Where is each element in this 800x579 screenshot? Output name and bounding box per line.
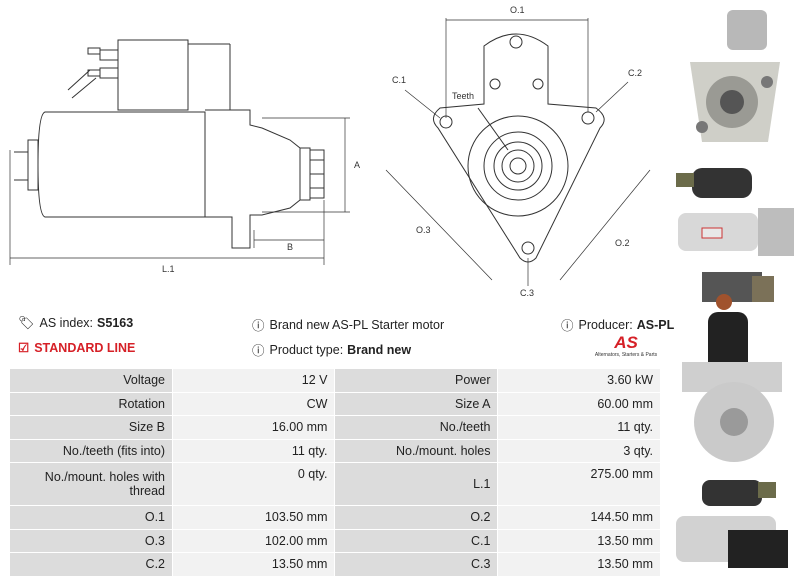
- label-o2: O.2: [615, 238, 630, 248]
- label-o1: O.1: [510, 5, 525, 15]
- spec-value: 13.50 mm: [497, 552, 661, 577]
- table-row: No./teeth (fits into)11 qty.No./mount. h…: [9, 438, 661, 463]
- dim-o3-line: [385, 169, 493, 281]
- label-teeth: Teeth: [452, 91, 474, 101]
- tag-icon: 🏷: [18, 315, 35, 330]
- label-o3: O.3: [416, 225, 431, 235]
- product-photo-top[interactable]: [672, 262, 800, 467]
- product-photo-rear[interactable]: [672, 474, 800, 574]
- spec-label: Voltage: [9, 368, 173, 393]
- checkbox-check-icon: ☑: [18, 341, 30, 355]
- standard-line-label: STANDARD LINE: [34, 340, 136, 355]
- product-type-value: Brand new: [347, 342, 412, 357]
- pinion-outline: [493, 141, 543, 191]
- producer-label: Producer:: [578, 317, 633, 332]
- spec-value: 102.00 mm: [171, 528, 336, 553]
- solenoid-outline: [117, 39, 189, 111]
- producer-value: AS-PL: [636, 317, 675, 332]
- spec-value: 11 qty.: [171, 438, 336, 463]
- spec-label: No./teeth: [334, 415, 499, 440]
- as-index-value: S5163: [97, 316, 134, 330]
- spec-label: Rotation: [9, 391, 173, 416]
- logo-tagline: Alternators, Starters & Parts: [594, 352, 658, 358]
- logo-mark: AS: [614, 333, 638, 352]
- spec-label: L.1: [334, 462, 499, 506]
- label-a: A: [354, 160, 360, 170]
- dim-o2-line: [559, 169, 651, 281]
- label-l1: L.1: [162, 264, 175, 274]
- spec-label: C.1: [334, 528, 499, 553]
- spec-value: 13.50 mm: [497, 528, 661, 553]
- description-row: ⓘ Brand new AS-PL Starter motor: [252, 315, 444, 334]
- spec-value: 13.50 mm: [171, 552, 336, 577]
- spec-label: No./teeth (fits into): [9, 438, 173, 463]
- label-c3: C.3: [520, 288, 534, 298]
- technical-drawing: L.1 B A O.1 C.1 C.2 Teeth O.3 O.2 C.3: [9, 5, 651, 298]
- spec-value: CW: [171, 391, 336, 416]
- product-type-row: ⓘ Product type: Brand new: [252, 340, 411, 359]
- producer-row: ⓘ Producer: AS-PL: [561, 315, 674, 334]
- spec-label: Size A: [334, 391, 499, 416]
- spec-value: 3.60 kW: [497, 368, 661, 393]
- label-c2: C.2: [628, 68, 642, 78]
- spec-label: Power: [334, 368, 499, 393]
- spec-label: C.3: [334, 552, 499, 577]
- as-index-label: AS index:: [39, 316, 94, 330]
- spec-value: 144.50 mm: [497, 505, 661, 530]
- description-text: Brand new AS-PL Starter motor: [269, 317, 445, 332]
- motor-body-outline: [37, 111, 206, 218]
- spec-value: 103.50 mm: [171, 505, 336, 530]
- as-index-row: 🏷 AS index: S5163: [18, 315, 133, 331]
- info-circle-icon: ⓘ: [561, 319, 574, 333]
- label-c1: C.1: [392, 75, 406, 85]
- mount-hole-c2: [581, 111, 595, 125]
- product-photo-front[interactable]: [672, 2, 800, 152]
- product-photo-strip: [672, 0, 800, 579]
- info-circle-icon: ⓘ: [252, 319, 265, 333]
- spec-value: 16.00 mm: [171, 415, 336, 440]
- spec-value: 0 qty.: [171, 462, 336, 506]
- flange-outline: [433, 33, 605, 263]
- product-type-label: Product type:: [269, 342, 344, 357]
- spec-value: 12 V: [171, 368, 336, 393]
- info-circle-icon: ⓘ: [252, 344, 265, 358]
- spec-label: Size B: [9, 415, 173, 440]
- spec-label: C.2: [9, 552, 173, 577]
- spec-label: O.2: [334, 505, 499, 530]
- spec-value: 275.00 mm: [497, 462, 661, 506]
- spec-label: No./mount. holes: [334, 438, 499, 463]
- spec-label: No./mount. holes with thread: [9, 462, 173, 506]
- standard-line-row: ☑ STANDARD LINE: [18, 340, 136, 356]
- spec-value: 3 qty.: [497, 438, 661, 463]
- label-b: B: [287, 242, 293, 252]
- as-pl-logo: AS Alternators, Starters & Parts: [590, 333, 662, 359]
- spec-label: O.3: [9, 528, 173, 553]
- product-photo-side[interactable]: [672, 158, 800, 258]
- spec-value: 11 qty.: [497, 415, 661, 440]
- mount-hole-c3: [521, 241, 535, 255]
- spec-value: 60.00 mm: [497, 391, 661, 416]
- spec-label: O.1: [9, 505, 173, 530]
